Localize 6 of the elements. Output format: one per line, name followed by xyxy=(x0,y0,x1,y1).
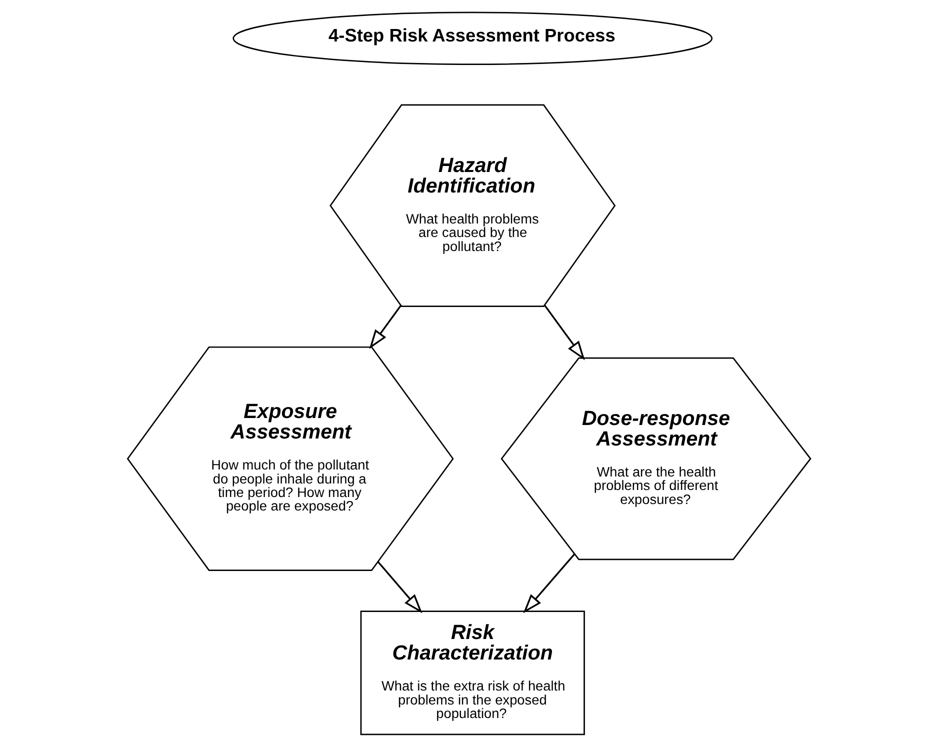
node-box: Risk Characterization What is the extra risk of health problems in the exposed population? xyxy=(360,610,585,736)
arrow xyxy=(377,561,422,614)
arrow xyxy=(523,553,576,614)
arrow xyxy=(369,305,402,349)
node-ellipse: 4-Step Risk Assessment Process xyxy=(232,12,713,65)
arrow xyxy=(544,304,585,360)
